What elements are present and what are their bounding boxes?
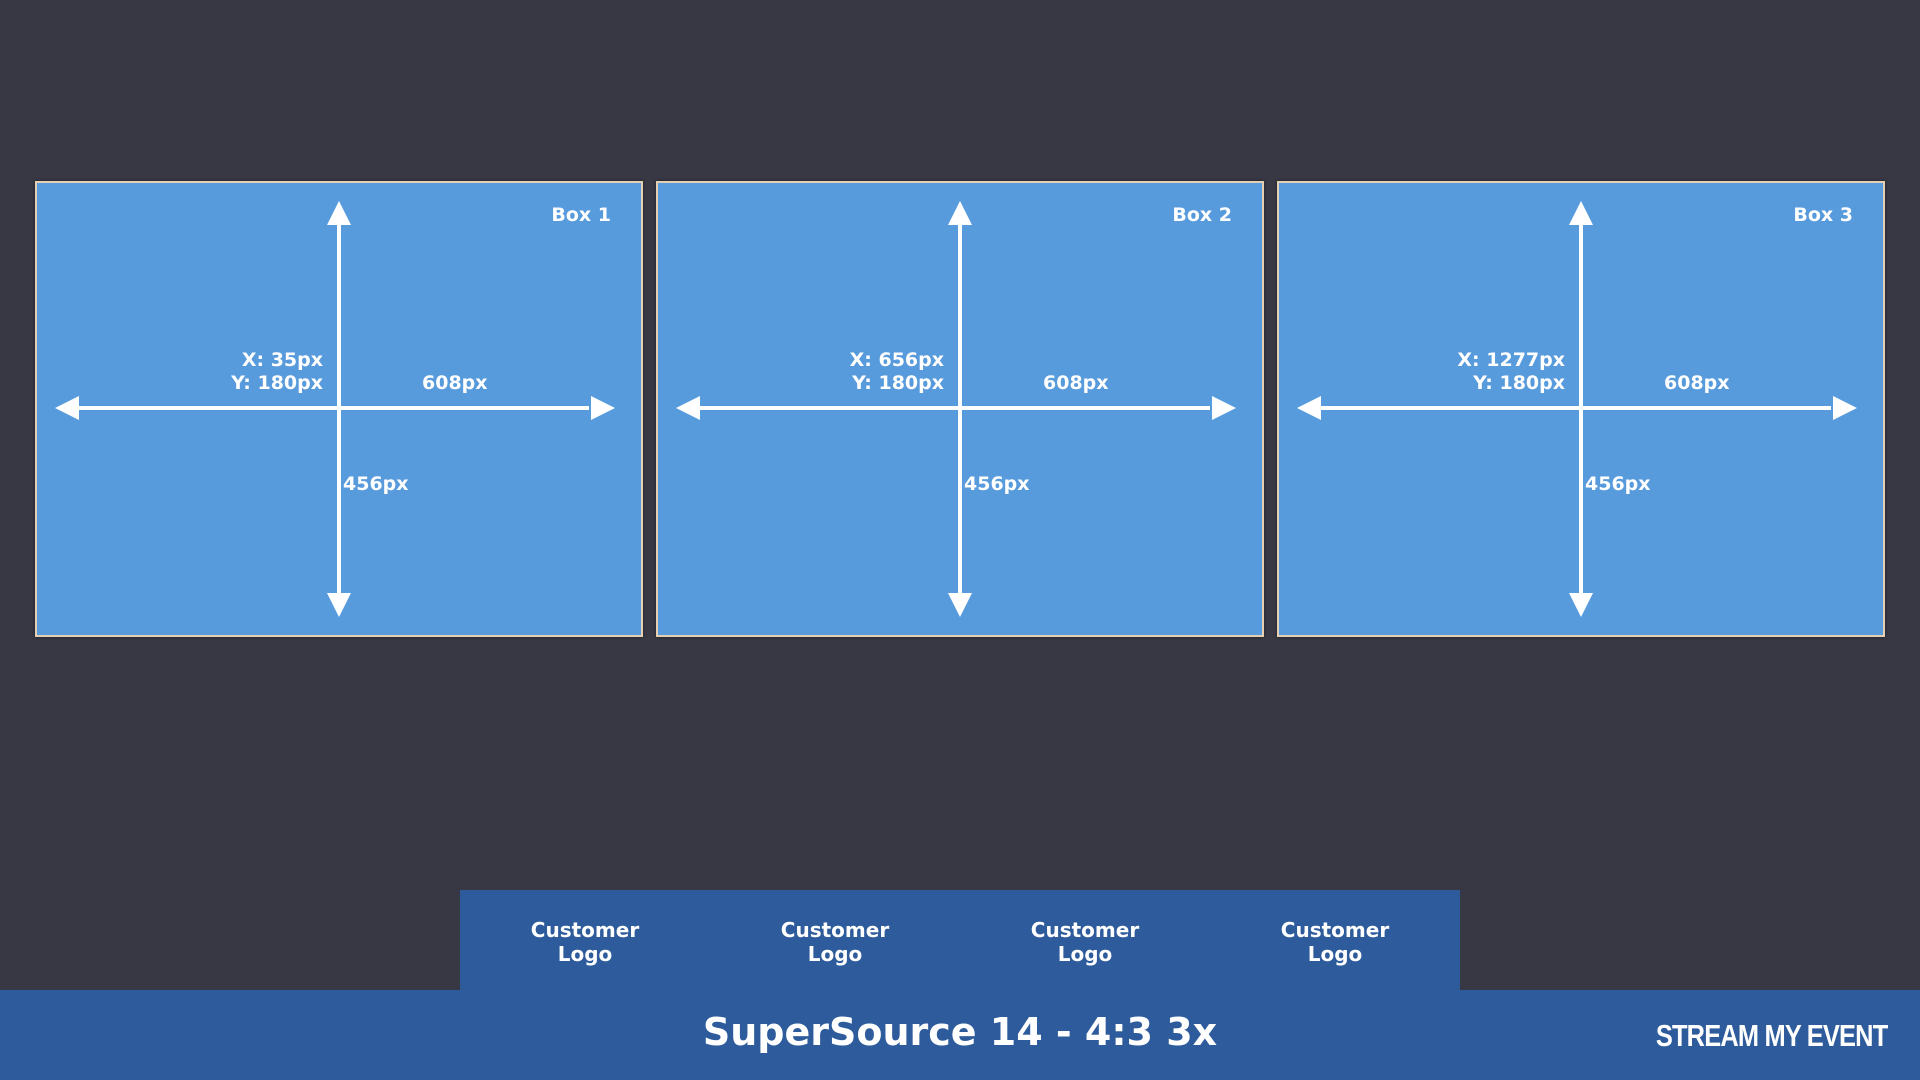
customer-logo-4: Customer Logo (1210, 918, 1460, 966)
box-title: Box 2 (1172, 204, 1232, 226)
box-2: Box 2 X: 656px Y: 180px 608px 456px (656, 181, 1264, 637)
position-label: X: 656px Y: 180px (850, 349, 944, 395)
logo-line-2: Logo (1057, 942, 1113, 966)
customer-logo-bar: Customer Logo Customer Logo Customer Log… (460, 890, 1460, 990)
arrow-right-head (1212, 396, 1236, 420)
brand-logo-text: STREAM MY EVENT (1655, 1018, 1887, 1053)
logo-line-2: Logo (557, 942, 613, 966)
x-position: X: 656px (849, 349, 944, 371)
y-position: Y: 180px (231, 372, 323, 394)
arrow-down-head (327, 593, 351, 617)
arrow-right-head (1833, 396, 1857, 420)
x-position: X: 1277px (1457, 349, 1565, 371)
logo-line-1: Customer (780, 918, 890, 942)
width-label: 608px (1043, 372, 1109, 394)
logo-line-2: Logo (1307, 942, 1363, 966)
customer-logo-3: Customer Logo (960, 918, 1210, 966)
arrow-down-head (948, 593, 972, 617)
arrow-up-head (327, 201, 351, 225)
arrow-left-head (1297, 396, 1321, 420)
width-label: 608px (422, 372, 488, 394)
box-3: Box 3 X: 1277px Y: 180px 608px 456px (1277, 181, 1885, 637)
box-title: Box 3 (1793, 204, 1853, 226)
arrow-down-head (1569, 593, 1593, 617)
crosshair-arrows (1297, 201, 1857, 617)
arrow-left-head (676, 396, 700, 420)
logo-line-1: Customer (530, 918, 640, 942)
logo-line-2: Logo (807, 942, 863, 966)
logo-line-1: Customer (1280, 918, 1390, 942)
position-label: X: 35px Y: 180px (231, 349, 323, 395)
box-1: Box 1 X: 35px Y: 180px 608px 456px (35, 181, 643, 637)
x-position: X: 35px (241, 349, 323, 371)
arrow-right-head (591, 396, 615, 420)
customer-logo-1: Customer Logo (460, 918, 710, 966)
height-label: 456px (964, 473, 1030, 495)
footer-bar: SuperSource 14 - 4:3 3x STREAM MY EVENT (0, 990, 1920, 1080)
box-title: Box 1 (551, 204, 611, 226)
y-position: Y: 180px (852, 372, 944, 394)
arrow-up-head (948, 201, 972, 225)
customer-logo-2: Customer Logo (710, 918, 960, 966)
height-label: 456px (1585, 473, 1651, 495)
height-label: 456px (343, 473, 409, 495)
width-label: 608px (1664, 372, 1730, 394)
arrow-up-head (1569, 201, 1593, 225)
y-position: Y: 180px (1473, 372, 1565, 394)
logo-line-1: Customer (1030, 918, 1140, 942)
footer-title: SuperSource 14 - 4:3 3x (702, 1010, 1218, 1054)
crosshair-arrows (676, 201, 1236, 617)
crosshair-arrows (55, 201, 615, 617)
arrow-left-head (55, 396, 79, 420)
position-label: X: 1277px Y: 180px (1457, 349, 1565, 395)
